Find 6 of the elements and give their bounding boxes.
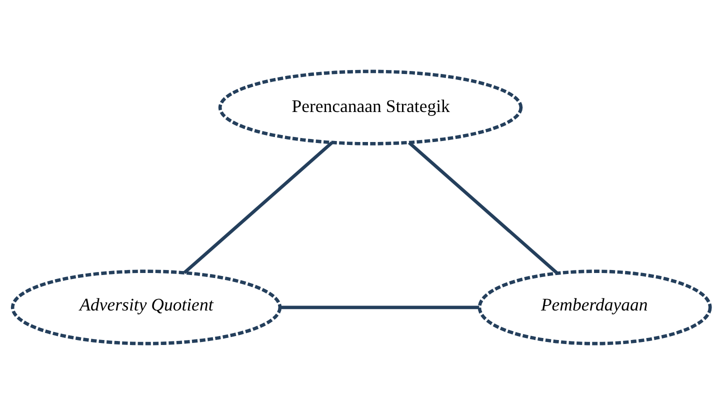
node-ellipse: Adversity Quotient (10, 269, 282, 345)
connector (183, 140, 334, 274)
node-ellipse: Perencanaan Strategik (218, 69, 523, 145)
connector (408, 140, 558, 274)
connector (280, 305, 480, 309)
node-ellipse: Pemberdayaan (478, 269, 712, 345)
